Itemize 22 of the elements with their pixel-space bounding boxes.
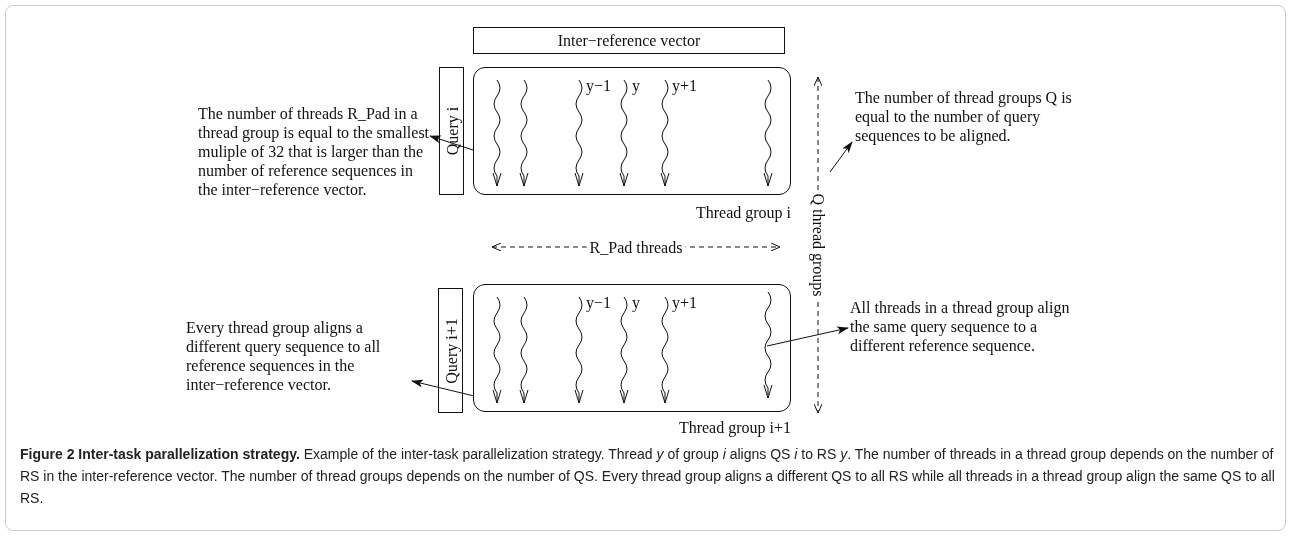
query-label: Query i+1	[441, 317, 460, 384]
query-box	[438, 288, 463, 413]
thread-index-label: y+1	[672, 293, 698, 312]
vector-box: Inter−reference vector	[473, 27, 785, 54]
thread-index-label: y	[632, 293, 640, 312]
leader-arrow	[829, 141, 853, 173]
leader-arrow	[411, 379, 475, 397]
leader-arrow	[766, 326, 849, 347]
query-box	[439, 67, 464, 195]
thread-index-label: y−1	[586, 76, 612, 95]
annotation-text: All threads in a thread group align the same query sequence to a different reference sequence.	[850, 298, 1082, 358]
leader-arrow	[429, 135, 474, 151]
query-label: Query i	[442, 106, 461, 156]
group-label: Thread group i+1	[678, 418, 791, 437]
thread-index-label: y−1	[586, 293, 612, 312]
annotation-text: The number of thread groups Q is equal to the number of query sequences to be aligned.	[855, 88, 1077, 148]
annotation-text: The number of threads R_Pad in a thread group is equal to the smallest muliple of 32 that is larger than the number of reference sequences in the inter−reference vector.	[198, 104, 430, 220]
group-label: Thread group i	[695, 203, 791, 222]
annotation-text: Every thread group aligns a different query sequence to all reference sequences in the inter−reference vector.	[186, 318, 412, 396]
figure-caption: Figure 2 Inter-task parallelization strategy. Example of the inter-task parallelization strategy. Thread y of group i aligns QS i to RS y. The number of threads in a thread group depends on the number of RS in the inter-reference vector. The number of thread groups depends on the number of QS. Every thread group aligns a different QS to all RS while all threads in a thread group align the same QS to all RS.	[20, 445, 1275, 508]
thread-index-label: y	[632, 76, 640, 95]
thread-index-label: y+1	[672, 76, 698, 95]
